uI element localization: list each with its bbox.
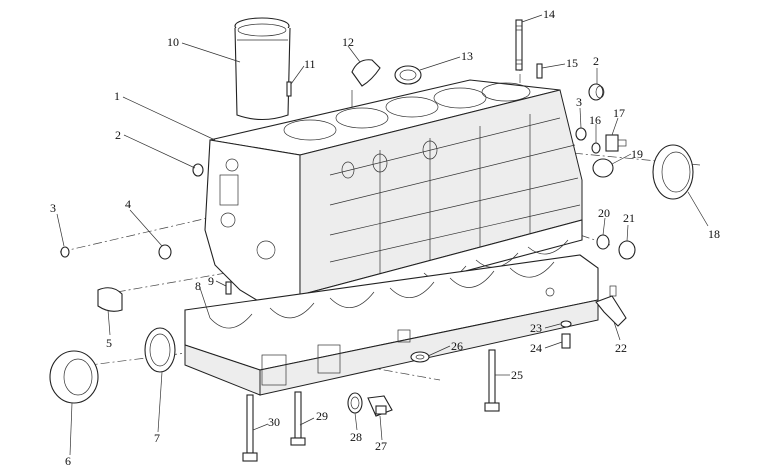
callout-9: 9	[208, 274, 214, 288]
fitting-17	[605, 134, 627, 152]
bearing-shell-6	[49, 350, 99, 404]
callout-15: 15	[566, 56, 578, 70]
callout-3-left: 3	[50, 201, 56, 215]
callout-26: 26	[451, 339, 463, 353]
washer-16	[591, 142, 601, 154]
washer-23	[560, 320, 572, 328]
thrust-washer-7	[144, 327, 176, 373]
bearing-shell-5	[97, 287, 123, 312]
lower-crankcase	[184, 254, 599, 396]
engine-block	[204, 79, 583, 316]
callout-27: 27	[375, 439, 387, 453]
callout-24: 24	[530, 341, 542, 355]
seal-ring-28	[347, 392, 363, 414]
callout-17: 17	[613, 106, 625, 120]
callout-25: 25	[511, 368, 523, 382]
callout-23: 23	[530, 321, 542, 335]
callout-10: 10	[167, 35, 179, 49]
long-stud	[515, 19, 523, 71]
callout-1: 1	[114, 89, 120, 103]
elbow-22	[595, 285, 627, 327]
plug-right	[588, 83, 605, 101]
callout-28: 28	[350, 430, 362, 444]
core-plug	[394, 65, 422, 85]
callout-30: 30	[268, 415, 280, 429]
bolt-30	[242, 394, 258, 462]
callout-7: 7	[154, 431, 160, 445]
plug-19	[592, 158, 614, 178]
cylinder-liner	[234, 17, 291, 121]
bolt-29	[290, 391, 306, 446]
callout-20: 20	[598, 206, 610, 220]
callout-8: 8	[195, 279, 201, 293]
washer-20	[596, 234, 610, 250]
callout-22: 22	[615, 341, 627, 355]
callout-2-left: 2	[115, 128, 121, 142]
callout-29: 29	[316, 409, 328, 423]
callout-13: 13	[461, 49, 473, 63]
pin-9	[225, 281, 232, 295]
plug-2-left	[192, 163, 204, 177]
plug-3-left	[60, 246, 70, 258]
washer-26	[410, 351, 430, 363]
callout-11: 11	[304, 57, 316, 71]
callout-4: 4	[125, 197, 131, 211]
callout-14: 14	[543, 7, 555, 21]
bolt-24	[561, 333, 571, 349]
leader-lines	[56, 14, 709, 456]
callout-6: 6	[65, 454, 71, 468]
callout-19: 19	[631, 147, 643, 161]
callout-12: 12	[342, 35, 354, 49]
callout-21: 21	[623, 211, 635, 225]
plug-4	[158, 244, 172, 260]
callout-18: 18	[708, 227, 720, 241]
plug-3-right	[575, 127, 587, 141]
drain-plug-27	[367, 395, 393, 417]
rear-seal-18	[652, 144, 694, 200]
callout-5: 5	[106, 336, 112, 350]
bolt-25	[484, 349, 500, 412]
callout-labels: 1 2 2 3 3 4 5 6 7 8 9 10 11 12 13 14 15 …	[50, 7, 720, 468]
callout-3-right: 3	[576, 95, 582, 109]
short-pin	[536, 63, 543, 79]
callout-2-right: 2	[593, 54, 599, 68]
callout-16: 16	[589, 113, 601, 127]
plug-21	[618, 240, 636, 260]
dowel-pin	[286, 81, 292, 97]
